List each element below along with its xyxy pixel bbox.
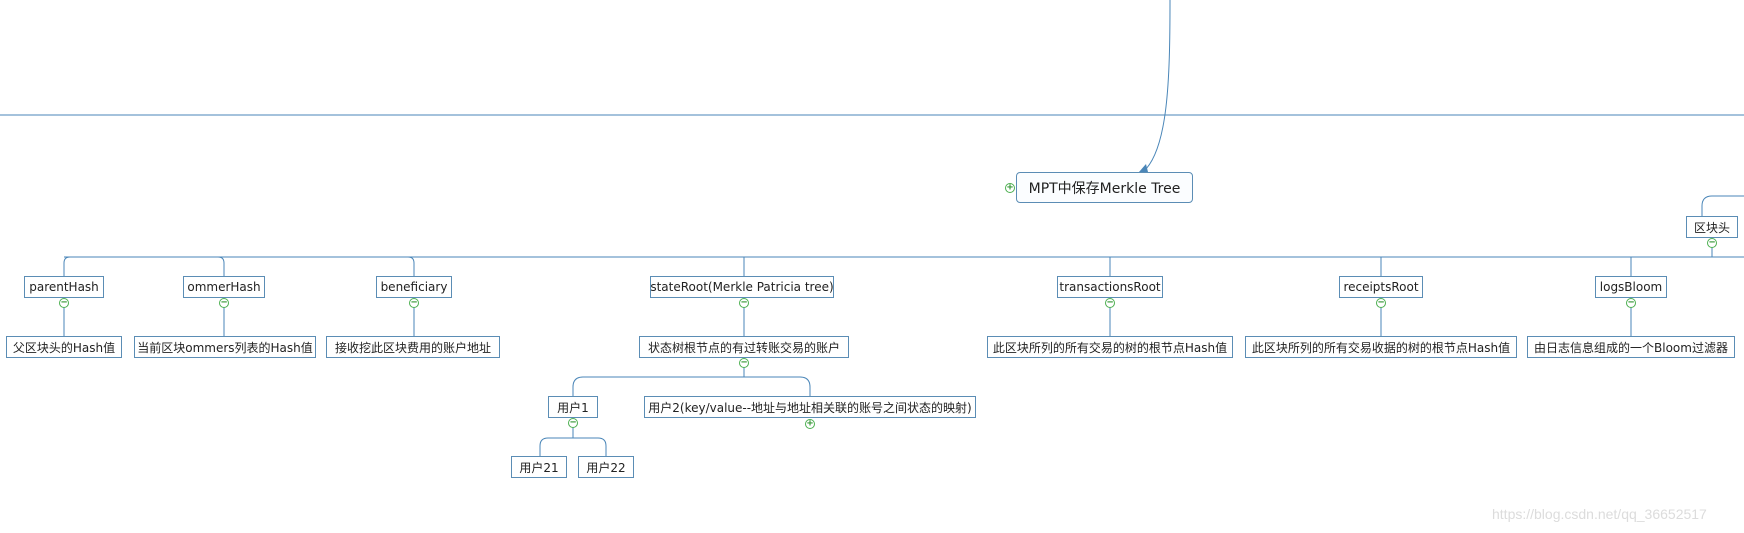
user22-node[interactable]: 用户22 — [578, 456, 634, 478]
minus-circle-icon[interactable]: − — [1626, 297, 1636, 308]
minus-circle-icon[interactable]: − — [59, 297, 69, 308]
stateroot-desc[interactable]: 状态树根节点的有过转账交易的账户 — [639, 336, 849, 358]
plus-circle-icon[interactable]: + — [1005, 182, 1015, 193]
parenthash-node[interactable]: parentHash — [24, 276, 104, 298]
parenthash-desc[interactable]: 父区块头的Hash值 — [6, 336, 122, 358]
plus-circle-icon[interactable]: + — [805, 418, 815, 429]
user21-node[interactable]: 用户21 — [511, 456, 567, 478]
minus-circle-icon[interactable]: − — [739, 297, 749, 308]
user1-node[interactable]: 用户1 — [548, 396, 598, 418]
beneficiary-desc[interactable]: 接收挖此区块费用的账户地址 — [326, 336, 500, 358]
mpt-node[interactable]: MPT中保存Merkle Tree — [1016, 172, 1193, 203]
ommerhash-desc[interactable]: 当前区块ommers列表的Hash值 — [134, 336, 316, 358]
minus-circle-icon[interactable]: − — [1376, 297, 1386, 308]
transactionsroot-node[interactable]: transactionsRoot — [1057, 276, 1163, 298]
transactionsroot-desc[interactable]: 此区块所列的所有交易的树的根节点Hash值 — [987, 336, 1233, 358]
ommerhash-node[interactable]: ommerHash — [183, 276, 265, 298]
beneficiary-node[interactable]: beneficiary — [376, 276, 452, 298]
minus-circle-icon[interactable]: − — [219, 297, 229, 308]
stateroot-node[interactable]: stateRoot(Merkle Patricia tree) — [650, 276, 834, 298]
block-header-node[interactable]: 区块头 — [1686, 216, 1738, 238]
receiptsroot-desc[interactable]: 此区块所列的所有交易收据的树的根节点Hash值 — [1245, 336, 1517, 358]
user2-node[interactable]: 用户2(key/value--地址与地址相关联的账号之间状态的映射) — [644, 396, 976, 418]
minus-circle-icon[interactable]: − — [568, 417, 578, 428]
minus-circle-icon[interactable]: − — [409, 297, 419, 308]
minus-circle-icon[interactable]: − — [1105, 297, 1115, 308]
watermark-text: https://blog.csdn.net/qq_36652517 — [1492, 506, 1707, 522]
minus-circle-icon[interactable]: − — [1707, 237, 1717, 248]
minus-circle-icon[interactable]: − — [739, 357, 749, 368]
logsbloom-desc[interactable]: 由日志信息组成的一个Bloom过滤器 — [1527, 336, 1735, 358]
receiptsroot-node[interactable]: receiptsRoot — [1339, 276, 1423, 298]
logsbloom-node[interactable]: logsBloom — [1595, 276, 1667, 298]
